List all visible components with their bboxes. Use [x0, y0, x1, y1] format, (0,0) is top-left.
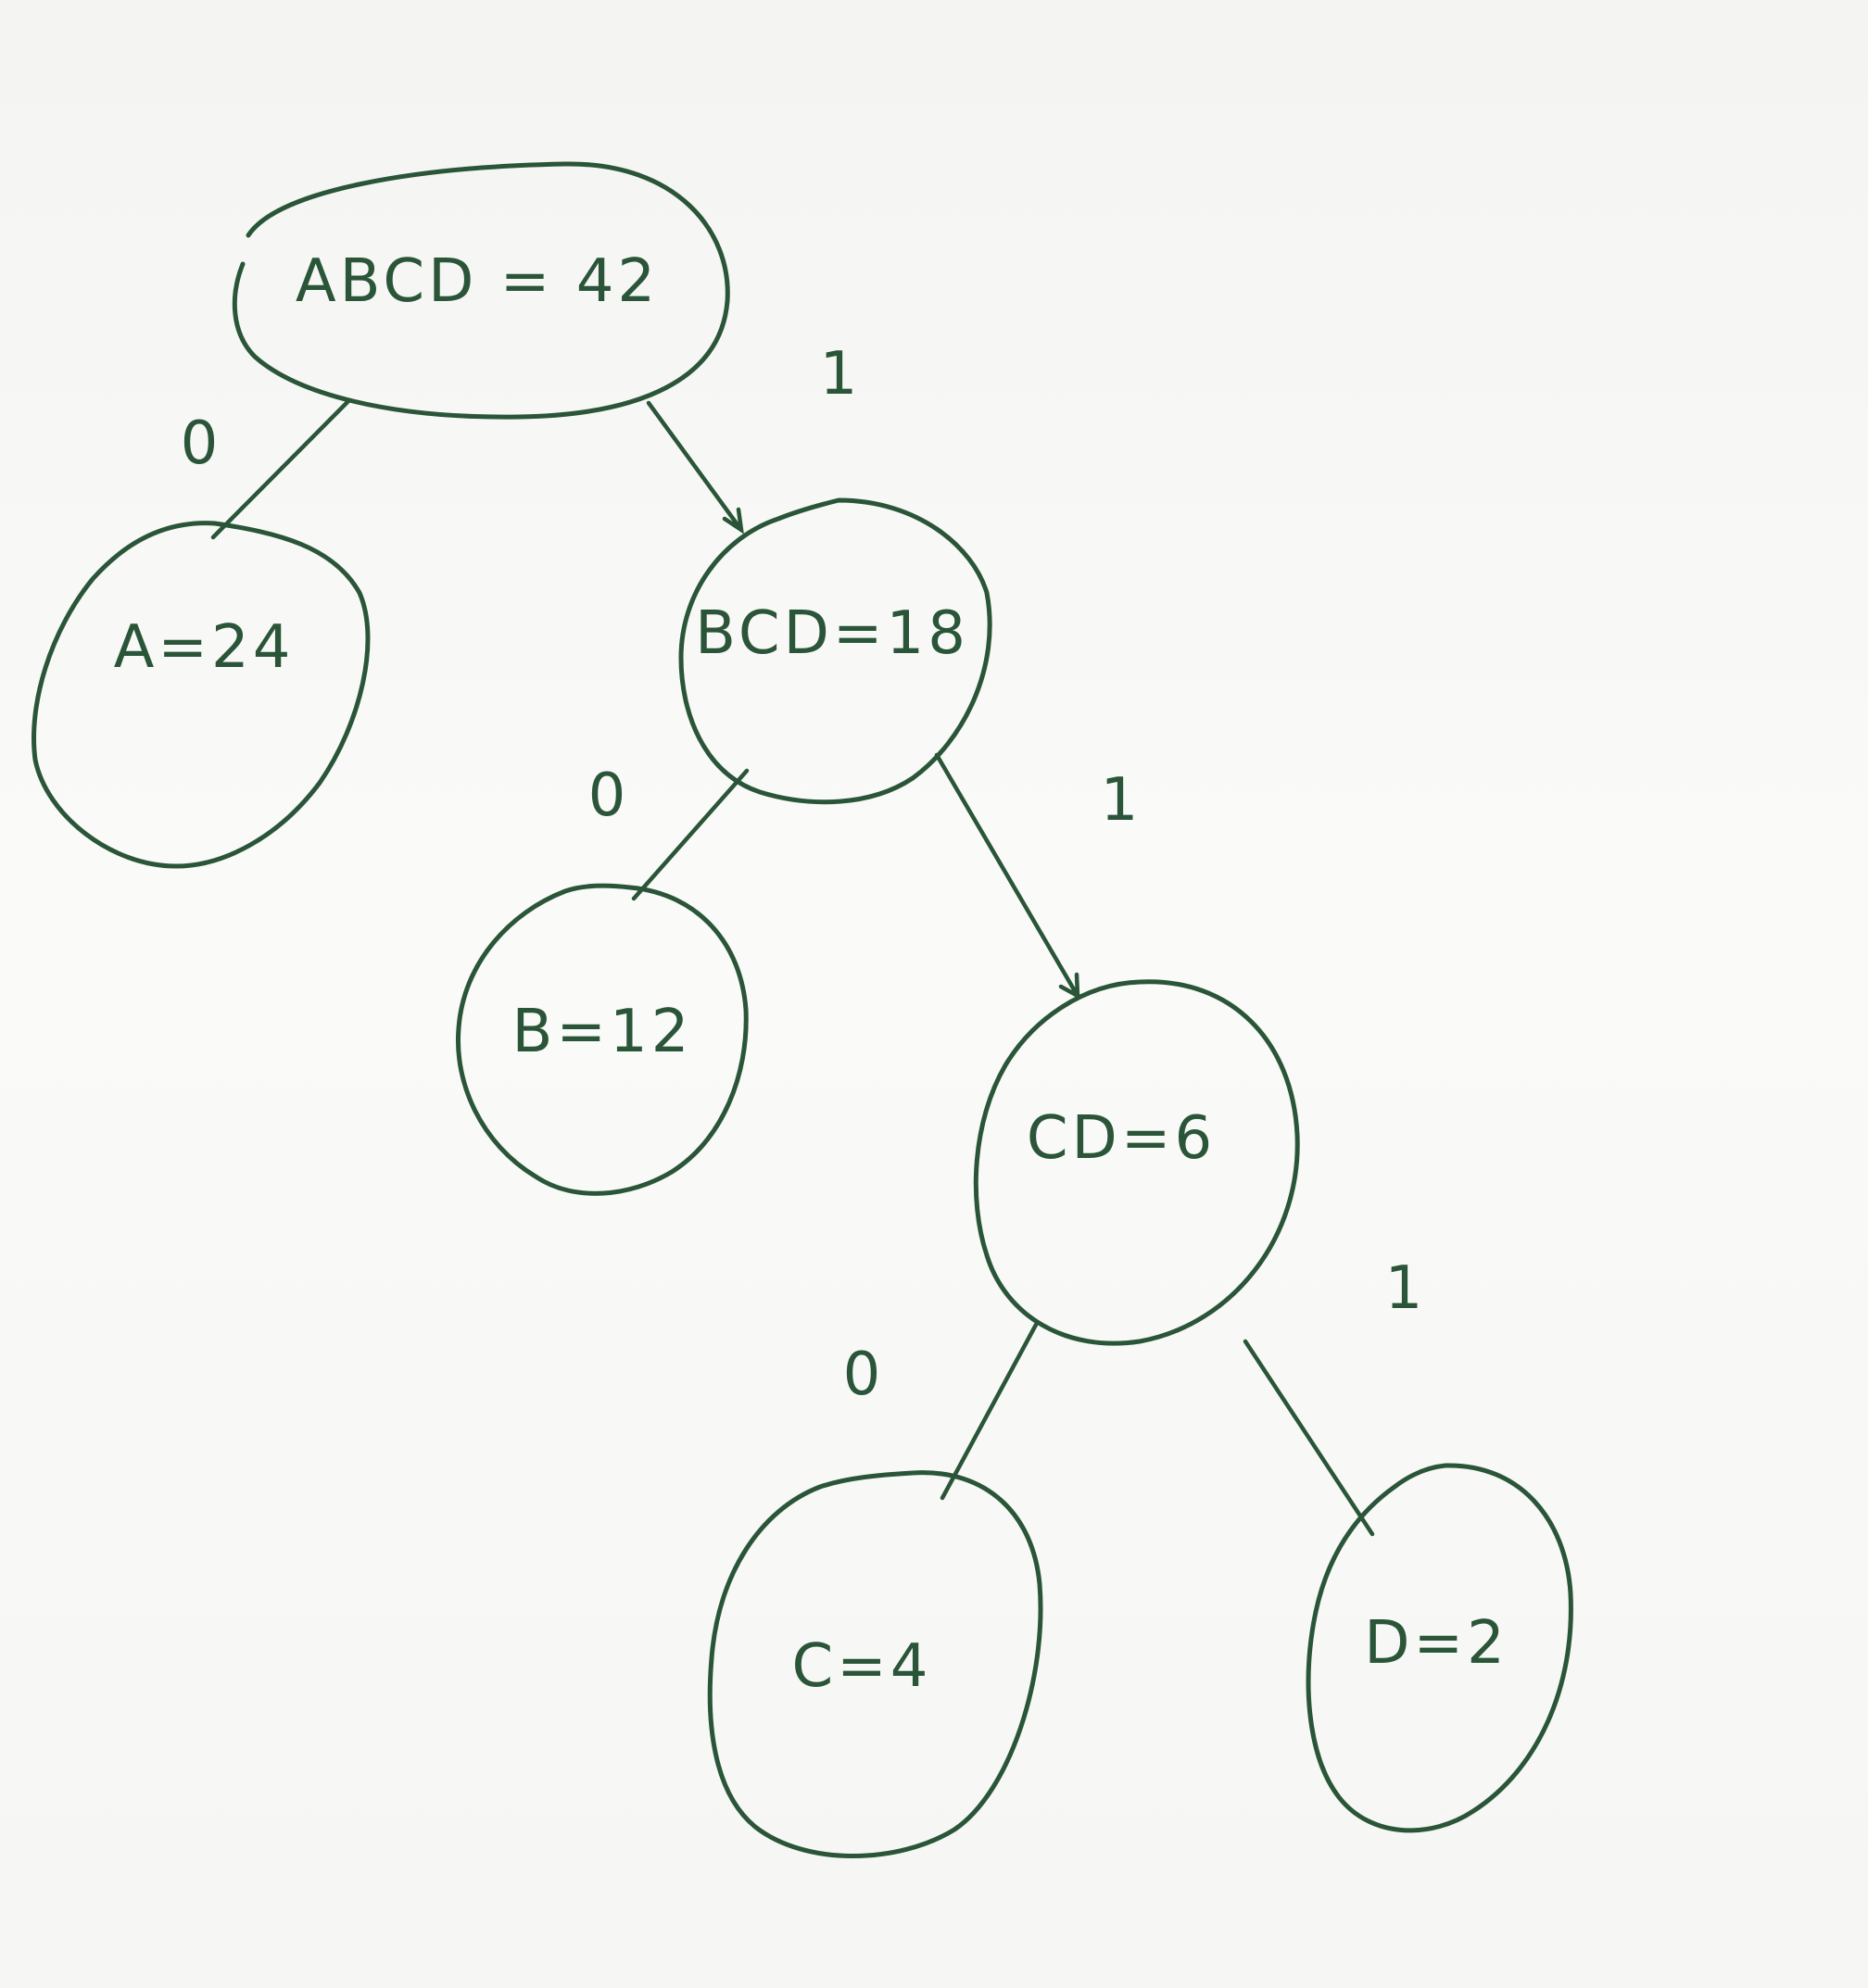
node-bcd: BCD=18: [678, 497, 992, 805]
node-b-label: B=12: [512, 998, 693, 1066]
edge-label-abcd-a: 0: [181, 409, 219, 478]
node-cd-label: CD=6: [1027, 1104, 1216, 1173]
node-a-label: A=24: [114, 613, 295, 682]
edge-label-abcd-bcd: 1: [820, 340, 858, 409]
node-cd-outline: [973, 979, 1300, 1346]
node-a: A=24: [32, 521, 371, 869]
node-b-outline: [455, 883, 749, 1196]
nodes: ABCD = 42 A=24 BCD=18 B=12 CD=6 C=4: [32, 161, 1573, 1858]
node-a-outline: [32, 521, 371, 869]
edge-cd-c: [940, 1322, 1039, 1501]
edges: [210, 398, 1375, 1537]
node-bcd-outline: [678, 497, 992, 805]
edge-label-bcd-b: 0: [588, 761, 626, 830]
edge-bcd-cd: [934, 752, 1080, 1000]
node-c: C=4: [707, 1470, 1043, 1858]
edge-cd-d: [1243, 1339, 1375, 1537]
node-d-label: D=2: [1364, 1609, 1508, 1678]
node-c-outline: [707, 1470, 1043, 1858]
node-cd: CD=6: [973, 979, 1300, 1346]
edge-abcd-bcd: [646, 400, 744, 535]
edge-label-cd-d: 1: [1385, 1254, 1423, 1323]
node-abcd: ABCD = 42: [232, 161, 730, 420]
edge-label-cd-c: 0: [843, 1340, 881, 1409]
node-d: D=2: [1306, 1463, 1573, 1833]
node-abcd-label: ABCD = 42: [296, 247, 659, 316]
node-d-outline: [1306, 1463, 1573, 1833]
edge-label-bcd-cd: 1: [1101, 766, 1139, 835]
node-bcd-label: BCD=18: [695, 599, 969, 668]
node-abcd-outline: [232, 161, 730, 420]
edge-abcd-a: [210, 398, 351, 540]
edge-bcd-b: [631, 768, 750, 901]
node-b: B=12: [455, 883, 749, 1196]
node-c-label: C=4: [791, 1632, 931, 1701]
edge-labels: 0 1 0 1 0 1: [181, 340, 1423, 1409]
